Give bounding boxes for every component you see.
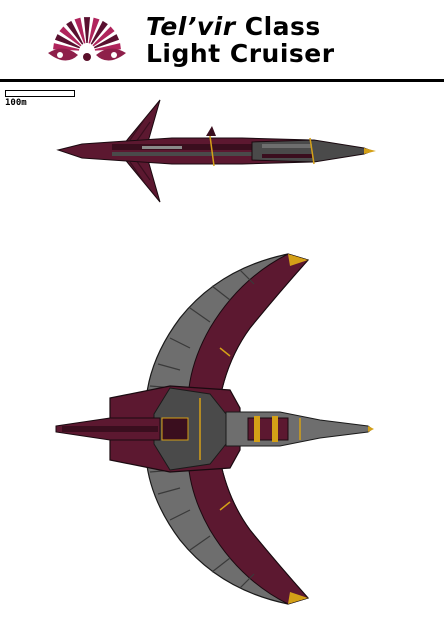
ship-side-view	[56, 99, 376, 203]
title-ship-type: Light Cruiser	[146, 39, 335, 68]
scale-bar	[5, 90, 75, 97]
header-divider	[0, 79, 444, 82]
title-class-word: Class	[235, 12, 321, 41]
ship-top-view	[55, 253, 374, 605]
title-ship-name: Tel’vir	[146, 12, 236, 41]
ship-title: Tel’vir Class Light Cruiser	[146, 14, 335, 66]
title-class-name: Tel’vir Class	[146, 14, 335, 41]
faction-emblem-icon	[48, 17, 126, 61]
scale-label: 100m	[5, 98, 27, 108]
